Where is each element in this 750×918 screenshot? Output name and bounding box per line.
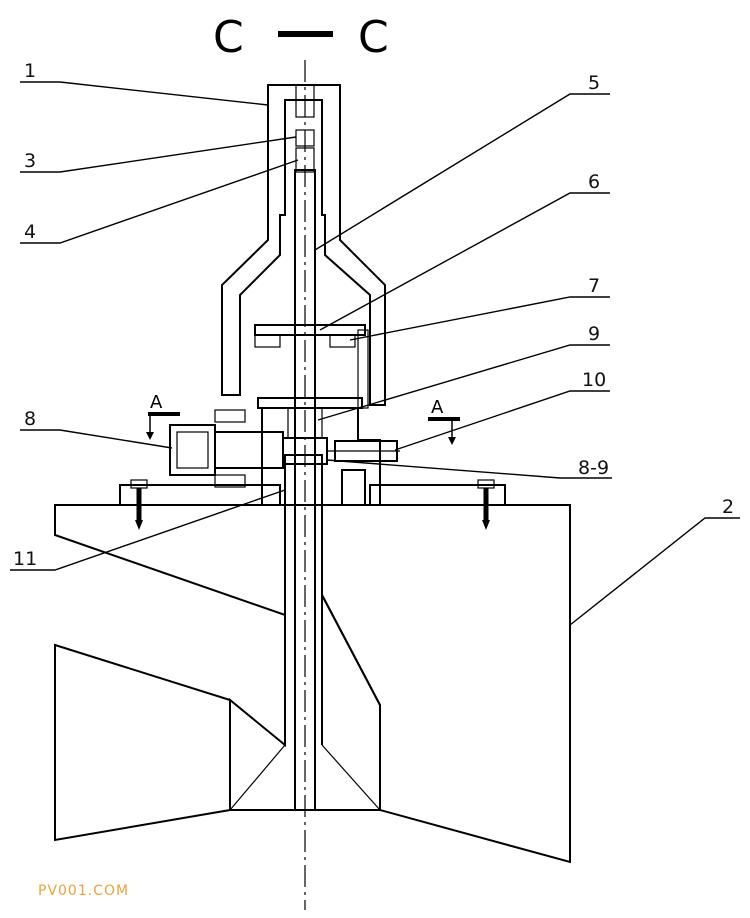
section-title-dash	[278, 31, 333, 37]
label-part-3: 3	[24, 150, 36, 172]
leader-8	[20, 429, 173, 449]
mounting-flange	[119, 479, 506, 530]
leader-2	[569, 517, 740, 626]
motor-bracket-top	[214, 409, 246, 423]
section-mark-a-left-letter: A	[150, 392, 163, 413]
base-lower-left-block	[54, 643, 231, 842]
label-part-1: 1	[24, 60, 36, 82]
label-part-11: 11	[13, 548, 37, 570]
section-title: C C	[213, 12, 389, 63]
cone-right-edge	[321, 744, 381, 811]
section-mark-a-right-letter: A	[431, 397, 444, 418]
housing-part-1	[221, 84, 386, 506]
motor-inner	[176, 431, 209, 469]
base-right-block	[321, 504, 571, 864]
part-6-bearing-plate	[254, 324, 366, 336]
lower-housing-right-wall	[357, 329, 369, 409]
leader-1	[20, 81, 269, 106]
leader-10	[394, 390, 610, 451]
leader-11	[10, 489, 286, 571]
part-7-bearing-housing-left	[254, 334, 281, 348]
leader-lines	[10, 81, 740, 626]
label-part-10: 10	[582, 369, 606, 391]
motor-coupling	[214, 431, 284, 469]
housing-outer-wall	[221, 84, 386, 406]
flange-left-plate	[119, 484, 281, 506]
left-bolt	[130, 479, 148, 530]
watermark-text: PV001.COM	[38, 883, 129, 899]
label-part-7: 7	[588, 275, 600, 297]
label-part-8: 8	[24, 408, 36, 430]
part-7-lower-plate	[257, 397, 363, 409]
base-body-part-2	[54, 504, 571, 864]
leader-7	[349, 296, 610, 341]
label-part-9: 9	[588, 323, 600, 345]
label-part-6: 6	[588, 171, 600, 193]
motor-bracket-bottom	[214, 474, 246, 488]
leader-3	[20, 136, 297, 173]
leader-8-9	[326, 459, 612, 479]
section-mark-a-right: A	[428, 397, 460, 445]
right-bolt	[477, 479, 495, 530]
label-part-5: 5	[588, 72, 600, 94]
leader-9	[317, 344, 610, 421]
cone-left-edge	[229, 744, 286, 811]
section-title-right-letter: C	[358, 12, 389, 63]
section-mark-a-left: A	[146, 392, 180, 440]
leader-6	[319, 192, 610, 331]
leader-4	[20, 159, 299, 244]
leader-5	[314, 93, 610, 251]
part-7-bearing-housing-right	[329, 334, 356, 348]
flange-right-plate	[369, 484, 506, 506]
motor-part-8	[169, 409, 284, 488]
label-part-8-9: 8-9	[578, 457, 609, 479]
part-labels: 1 3 4 5 6 7 8 9 10 8-9 11 2	[13, 60, 734, 570]
section-title-left-letter: C	[213, 12, 244, 63]
label-part-2: 2	[722, 496, 734, 518]
label-part-4: 4	[24, 221, 36, 243]
base-upper-left-wedge	[54, 504, 286, 617]
